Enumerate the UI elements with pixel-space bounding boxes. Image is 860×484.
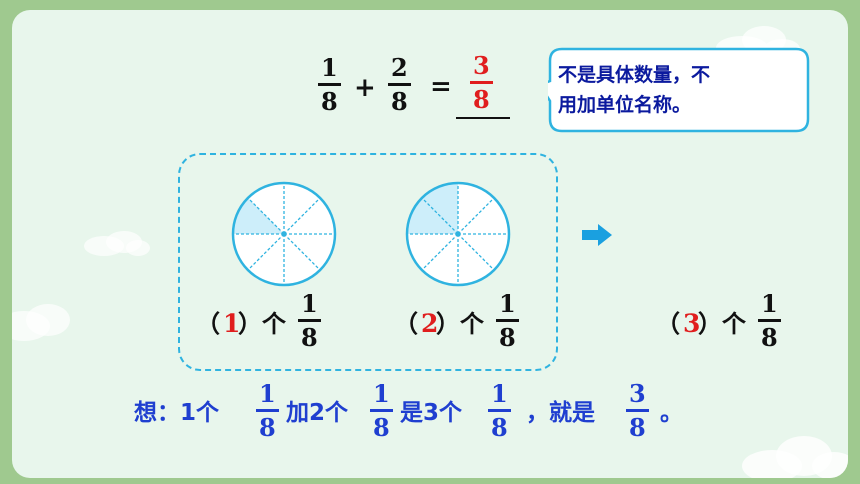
unit-fraction: 1 8 bbox=[496, 292, 519, 350]
speech-bubble-text: 不是具体数量，不 用加单位名称。 bbox=[558, 60, 802, 120]
numerator: 1 bbox=[499, 289, 516, 318]
equation-right-fraction: 2 8 bbox=[388, 56, 411, 114]
slice-divider bbox=[421, 233, 459, 271]
slice-divider bbox=[247, 197, 285, 235]
cloud-decoration bbox=[84, 231, 150, 256]
fraction-bar bbox=[488, 409, 511, 412]
circle-center-dot bbox=[281, 231, 287, 237]
fraction-bar bbox=[318, 83, 341, 86]
bubble-line-2: 用加单位名称。 bbox=[558, 94, 692, 116]
circle-outline bbox=[231, 181, 337, 287]
numerator: 1 bbox=[301, 289, 318, 318]
thought-fraction-2: 1 8 bbox=[370, 382, 393, 440]
fraction-bar bbox=[626, 409, 649, 412]
denominator: 8 bbox=[373, 413, 390, 442]
numerator: 3 bbox=[473, 51, 490, 80]
paren-close: ） bbox=[698, 310, 722, 338]
paren-close-unit: ）个 bbox=[436, 312, 484, 336]
slice-divider bbox=[283, 233, 321, 271]
denominator: 8 bbox=[491, 413, 508, 442]
shaded-slice bbox=[233, 197, 284, 234]
equals-sign: = bbox=[430, 72, 452, 102]
right-arrow-icon bbox=[582, 224, 612, 246]
bubble-line-1: 不是具体数量，不 bbox=[558, 64, 711, 86]
denominator: 8 bbox=[499, 323, 516, 352]
equation-left-fraction: 1 8 bbox=[318, 56, 341, 114]
unit-fraction: 1 8 bbox=[298, 292, 321, 350]
thought-end: 。 bbox=[660, 400, 683, 426]
thought-fraction-3: 1 8 bbox=[488, 382, 511, 440]
fraction-bar bbox=[388, 83, 411, 86]
answer-blank-line bbox=[456, 117, 510, 119]
fraction-bar bbox=[470, 81, 493, 84]
cloud-decoration bbox=[742, 436, 848, 478]
unit-fraction: 1 8 bbox=[758, 292, 781, 350]
fraction-bar bbox=[298, 319, 321, 322]
count-value: 1 bbox=[223, 309, 241, 338]
thought-mid-1: 加2个 bbox=[286, 400, 349, 426]
count-value: 2 bbox=[421, 309, 439, 338]
denominator: 8 bbox=[259, 413, 276, 442]
circle-center-dot bbox=[455, 231, 461, 237]
shaded-slice bbox=[421, 183, 458, 234]
denominator: 8 bbox=[301, 323, 318, 352]
unit-label: 个 bbox=[722, 310, 746, 338]
fraction-circle-2 bbox=[405, 181, 511, 287]
slice-divider bbox=[421, 197, 459, 235]
thought-fraction-1: 1 8 bbox=[256, 382, 279, 440]
paren-open: （ bbox=[656, 310, 680, 338]
plus-sign: + bbox=[354, 73, 376, 103]
thought-fraction-4: 3 8 bbox=[626, 382, 649, 440]
fraction-bar bbox=[758, 319, 781, 322]
answer-fraction: 3 8 bbox=[470, 54, 493, 112]
count-value: 3 bbox=[683, 309, 701, 338]
paren-close: ） bbox=[238, 310, 262, 338]
dashed-group-box bbox=[178, 153, 558, 371]
slice-divider bbox=[283, 197, 321, 235]
thought-mid-3: ，就是 bbox=[526, 400, 595, 426]
fraction-bar bbox=[256, 409, 279, 412]
slice-divider bbox=[457, 233, 495, 271]
numerator: 1 bbox=[491, 379, 508, 408]
numerator: 1 bbox=[761, 289, 778, 318]
paren-open: （ bbox=[196, 310, 220, 338]
speech-bubble bbox=[548, 47, 810, 133]
denominator: 8 bbox=[473, 85, 490, 114]
slice-divider bbox=[457, 197, 495, 235]
numerator: 1 bbox=[259, 379, 276, 408]
thought-prefix: 想：1个 bbox=[134, 400, 220, 426]
numerator: 3 bbox=[629, 379, 646, 408]
shaded-slice bbox=[407, 197, 458, 234]
paren-close-unit: ）个 bbox=[238, 312, 286, 336]
denominator: 8 bbox=[629, 413, 646, 442]
paren-open: （ bbox=[394, 310, 418, 338]
denominator: 8 bbox=[761, 323, 778, 352]
unit-label: 个 bbox=[262, 310, 286, 338]
thought-mid-2: 是3个 bbox=[400, 400, 463, 426]
fraction-bar bbox=[496, 319, 519, 322]
numerator: 1 bbox=[321, 53, 338, 82]
numerator: 1 bbox=[373, 379, 390, 408]
numerator: 2 bbox=[391, 53, 408, 82]
denominator: 8 bbox=[321, 87, 338, 116]
fraction-circle-1 bbox=[231, 181, 337, 287]
paren-close-unit: ）个 bbox=[698, 312, 746, 336]
cloud-decoration bbox=[12, 304, 70, 341]
fraction-bar bbox=[370, 409, 393, 412]
slice-divider bbox=[247, 233, 285, 271]
unit-label: 个 bbox=[460, 310, 484, 338]
circle-outline bbox=[405, 181, 511, 287]
denominator: 8 bbox=[391, 87, 408, 116]
paren-close: ） bbox=[436, 310, 460, 338]
